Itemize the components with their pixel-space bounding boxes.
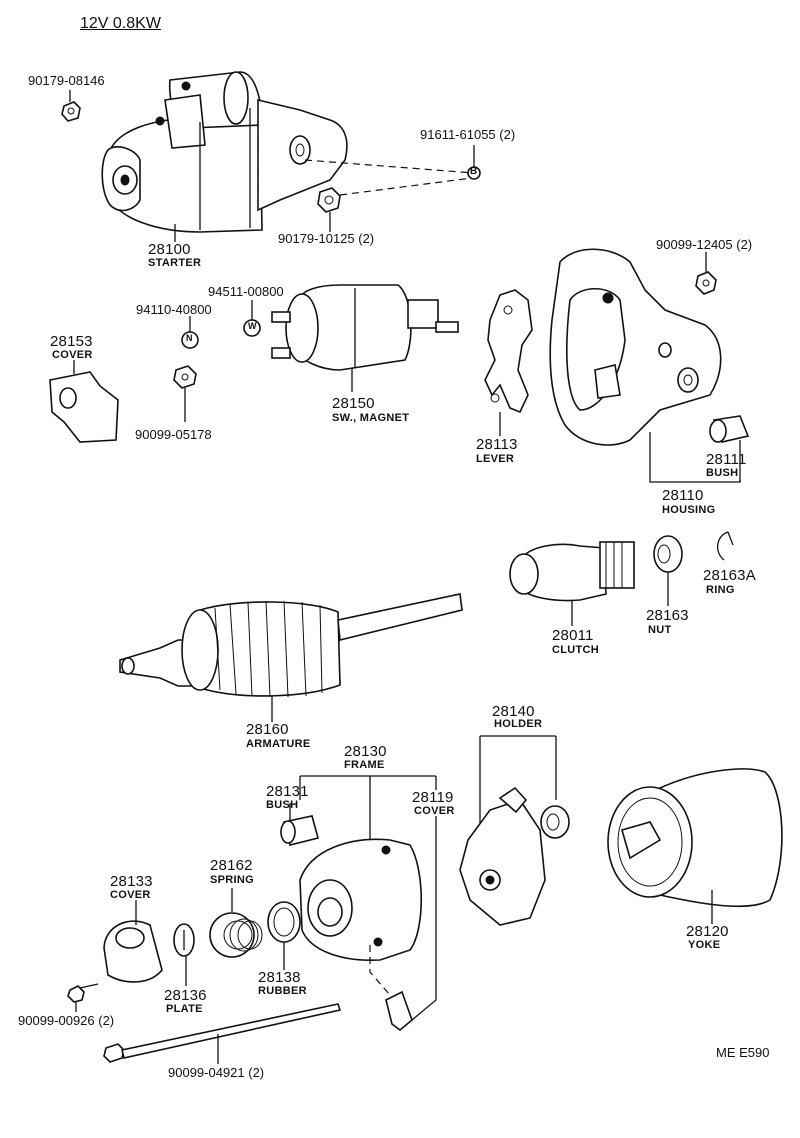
part-name-28119: COVER xyxy=(414,805,455,817)
bush-28111-drawing xyxy=(709,415,750,443)
starter-assembly-drawing xyxy=(101,71,348,233)
spring-28162-drawing xyxy=(209,912,263,958)
marker-w-label: W xyxy=(248,321,257,331)
armature-drawing xyxy=(119,593,463,698)
bolt-90099-00926-drawing xyxy=(67,983,99,1003)
part-number-28140: 28140 xyxy=(492,703,535,720)
part-name-28153: COVER xyxy=(52,349,93,361)
frame-leader xyxy=(299,775,437,850)
part-name-28100: STARTER xyxy=(148,257,202,269)
part-name-28111: BUSH xyxy=(706,467,739,479)
part-name-28163: NUT xyxy=(648,624,672,636)
bush-28131-drawing xyxy=(280,815,319,846)
diagram-title: 12V 0.8KW xyxy=(80,15,161,32)
part-number-28113: 28113 xyxy=(476,436,518,453)
bolt-90099-04921-drawing xyxy=(103,1003,342,1063)
part-number-28011: 28011 xyxy=(552,627,594,644)
part-number-28130: 28130 xyxy=(344,743,387,760)
part-name-28113: LEVER xyxy=(476,453,515,465)
part-name-28138: RUBBER xyxy=(258,985,307,997)
part-name-28120: YOKE xyxy=(688,939,721,951)
plate-28136-drawing xyxy=(173,923,195,957)
part-name-28162: SPRING xyxy=(210,874,254,886)
part-number-90099-00926: 90099-00926 (2) xyxy=(18,1013,115,1028)
part-name-28131: BUSH xyxy=(266,799,299,811)
marker-n-label: N xyxy=(186,333,193,343)
part-number-28162: 28162 xyxy=(210,857,253,874)
part-number-28163a: 28163A xyxy=(703,567,756,584)
clutch-drawing xyxy=(509,541,635,602)
part-number-28153: 28153 xyxy=(50,333,93,350)
bolt-90179-08146-drawing xyxy=(61,101,81,122)
nut-90099-05178-drawing xyxy=(173,365,197,389)
part-number-94511-00800: 94511-00800 xyxy=(208,284,284,299)
part-number-28163: 28163 xyxy=(646,607,689,624)
part-number-28160: 28160 xyxy=(246,721,289,738)
holder-leader xyxy=(479,735,557,836)
ring-28163a-drawing xyxy=(717,531,734,561)
part-name-28130: FRAME xyxy=(344,759,385,771)
part-number-94110-40800: 94110-40800 xyxy=(136,302,212,317)
cover-28133-drawing xyxy=(103,920,163,983)
part-number-90099-04921: 90099-04921 (2) xyxy=(168,1065,265,1080)
cover-28153-drawing xyxy=(49,371,119,443)
part-number-28111: 28111 xyxy=(706,451,747,468)
rubber-28138-drawing xyxy=(267,901,301,943)
diagram-code: ME E590 xyxy=(716,1045,770,1060)
part-number-90099-12405: 90099-12405 (2) xyxy=(656,237,753,252)
part-name-28133: COVER xyxy=(110,889,151,901)
yoke-drawing xyxy=(607,768,783,908)
part-name-28150: SW., MAGNET xyxy=(332,412,410,424)
lever-drawing xyxy=(484,289,533,414)
part-number-91611-61055: 91611-61055 (2) xyxy=(420,127,516,142)
part-name-28160: ARMATURE xyxy=(246,738,311,750)
housing-drawing xyxy=(549,248,722,446)
part-name-28110: HOUSING xyxy=(662,504,716,516)
part-number-28100: 28100 xyxy=(148,241,191,258)
part-number-90099-05178: 90099-05178 xyxy=(135,427,212,442)
frame-drawing xyxy=(299,838,422,961)
part-number-90179-10125: 90179-10125 (2) xyxy=(278,231,375,246)
part-name-28163a: RING xyxy=(706,584,735,596)
part-number-28131: 28131 xyxy=(266,783,309,800)
part-number-28138: 28138 xyxy=(258,969,301,986)
part-number-28136: 28136 xyxy=(164,987,207,1004)
part-number-28119: 28119 xyxy=(412,789,454,806)
part-number-28120: 28120 xyxy=(686,923,729,940)
part-name-28011: CLUTCH xyxy=(552,644,600,656)
nut-90099-12405-drawing xyxy=(695,271,717,295)
part-number-28110: 28110 xyxy=(662,487,704,504)
cover-28119-drawing xyxy=(385,990,413,1032)
holder-drawing xyxy=(459,786,570,926)
magnet-switch-drawing xyxy=(271,284,459,371)
nut-28163-drawing xyxy=(653,535,683,573)
part-number-28150: 28150 xyxy=(332,395,375,412)
marker-b-label: B xyxy=(470,166,478,177)
part-number-90179-08146: 90179-08146 xyxy=(28,73,105,88)
nut-90179-10125-drawing xyxy=(317,187,341,213)
part-name-28140: HOLDER xyxy=(494,718,543,730)
part-number-28133: 28133 xyxy=(110,873,153,890)
part-name-28136: PLATE xyxy=(166,1003,203,1015)
